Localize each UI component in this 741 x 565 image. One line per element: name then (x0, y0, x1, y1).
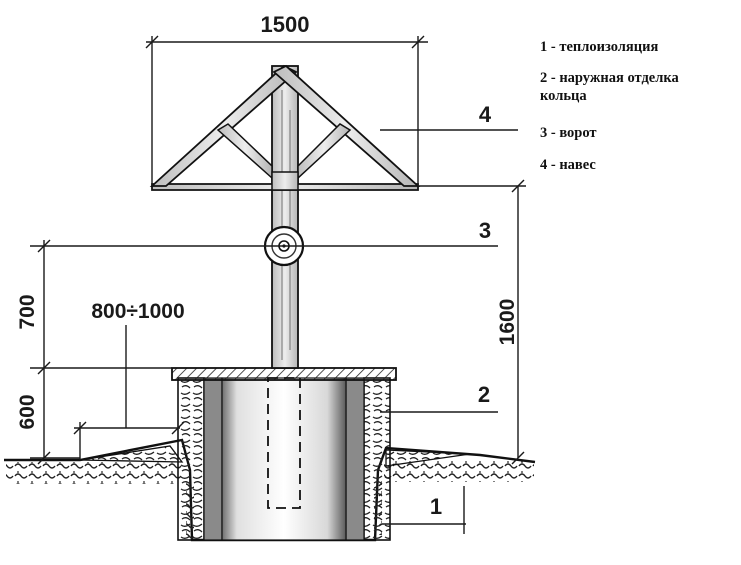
ground (4, 438, 536, 542)
dim-windlass-height: 700 (16, 294, 39, 329)
callout-insulation: 1 (430, 494, 442, 519)
legend-item-windlass: 3 - ворот (540, 125, 597, 142)
callout-windlass: 3 (479, 218, 491, 243)
post (271, 65, 299, 369)
legend: 1 - теплоизоляция 2 - наружная отделка к… (540, 38, 736, 187)
callout-leaders (380, 129, 518, 534)
well-ring (171, 367, 397, 541)
dim-pit-width: 800÷1000 (91, 300, 184, 323)
legend-item-ring-finish: 2 - наружная отделка кольца (540, 70, 679, 105)
dim-canopy-width: 1500 (261, 12, 310, 37)
callout-canopy: 4 (479, 102, 492, 127)
legend-item-insulation: 1 - теплоизоляция (540, 39, 659, 55)
dimension-lines (30, 35, 526, 465)
dim-canopy-height: 1600 (496, 299, 519, 346)
dim-ring-height: 600 (16, 394, 39, 429)
legend-item-canopy: 4 - навес (540, 156, 596, 173)
canopy-truss (149, 64, 421, 191)
callout-ring-finish: 2 (478, 382, 490, 407)
bucket (267, 377, 301, 509)
